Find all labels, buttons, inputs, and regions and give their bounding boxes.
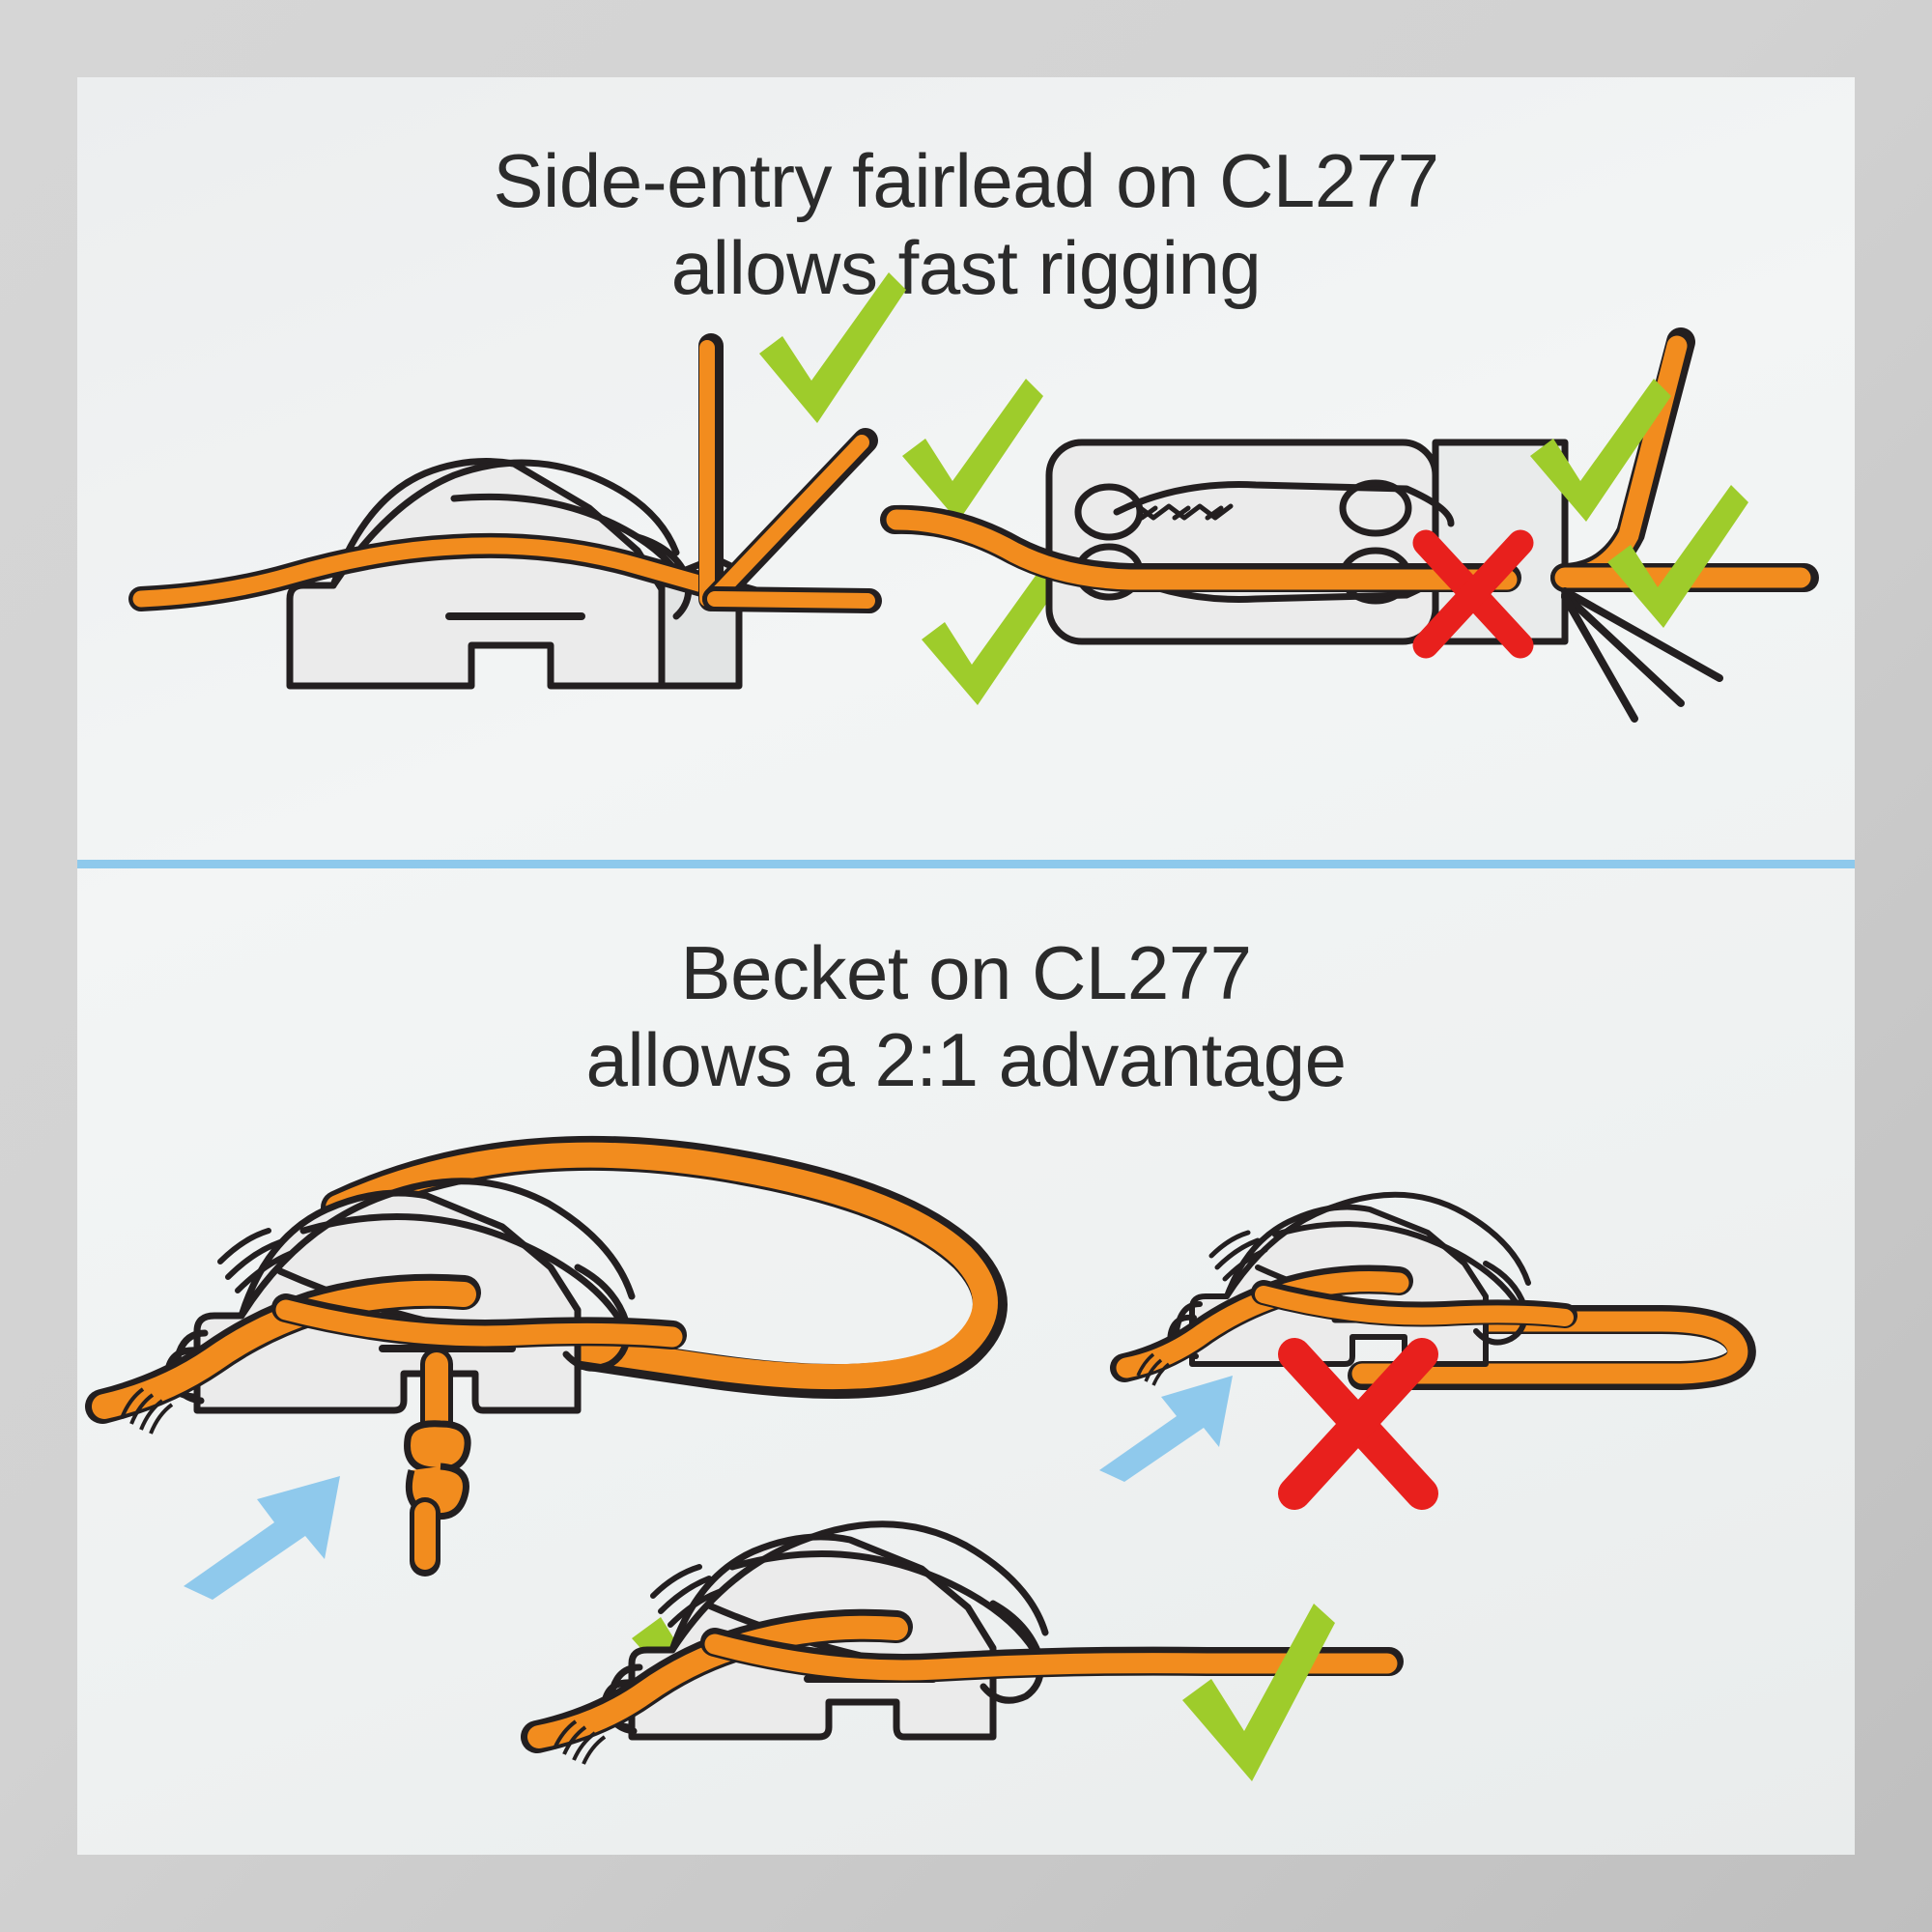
rope-return-loop-small	[1309, 1305, 1756, 1390]
rope-return-loop	[321, 1135, 1008, 1400]
illustration-single-part	[521, 1478, 1404, 1845]
cam-jaw-upper	[1113, 481, 1455, 527]
check-top-horizontal	[922, 562, 1063, 705]
no-becket-rope-through-cam	[1251, 1280, 1577, 1328]
panel-bottom-heading-line2: allows a 2:1 advantage	[585, 1017, 1347, 1103]
panel-divider	[77, 860, 1855, 868]
panel-bottom-heading-line1: Becket on CL277	[680, 930, 1252, 1015]
single-part-rope-in	[521, 1608, 913, 1765]
no-becket-cam-knurl	[1208, 1230, 1268, 1282]
check-top-vertical	[759, 272, 906, 423]
single-part-cam-knurl	[650, 1564, 722, 1628]
rope-standing-part	[85, 1273, 481, 1435]
no-becket-standing-part	[1110, 1264, 1413, 1386]
arrow-becket-left	[184, 1476, 340, 1600]
illustration-becket-correct	[85, 1092, 1121, 1594]
single-part-rope-end-whipping	[553, 1719, 607, 1765]
cam-roller-upper	[1339, 479, 1412, 537]
rope-through-cam	[271, 1293, 687, 1350]
check-single-part	[1182, 1604, 1335, 1781]
rope-left-tail	[128, 532, 766, 611]
single-part-cam-shell-top	[668, 1520, 1049, 1654]
panel-bottom-heading: Becket on CL277 allows a 2:1 advantage	[77, 929, 1855, 1104]
check-plan-straight	[1607, 485, 1748, 628]
forbidden-lead-directions	[1561, 587, 1723, 723]
panel-top-heading-line2: allows fast rigging	[670, 225, 1262, 311]
no-becket-cam-nose	[1473, 1261, 1528, 1346]
arrow-becket-right	[1099, 1376, 1233, 1482]
rope-exit-vertical	[698, 333, 724, 611]
no-becket-rope-end-whipping	[1136, 1352, 1171, 1386]
panel-side-entry-fairlead: Side-entry fairlead on CL277 allows fast…	[77, 77, 1855, 860]
check-top-diagonal	[902, 379, 1043, 522]
single-part-rope-out	[700, 1628, 1404, 1683]
panel-becket-advantage: Becket on CL277 allows a 2:1 advantage	[77, 869, 1855, 1855]
becket-cam-shell-top	[238, 1178, 636, 1320]
no-becket-cam-shell-mid	[1272, 1221, 1523, 1313]
rope-exit-diagonal	[702, 428, 878, 611]
rope-end-whipping	[120, 1387, 174, 1435]
cross-plan-lower	[1412, 529, 1534, 659]
cross-becket-missing	[1278, 1338, 1438, 1510]
single-part-cam-shell-mid	[728, 1550, 1043, 1663]
cleat-cam-top-profile	[329, 459, 680, 589]
no-becket-cam-shell-top	[1224, 1191, 1531, 1299]
panel-top-heading-line1: Side-entry fairlead on CL277	[493, 138, 1439, 223]
becket-cam-shell-mid	[299, 1213, 628, 1331]
cam-pivot-upper	[1074, 483, 1144, 541]
diagram-card: Side-entry fairlead on CL277 allows fast…	[77, 77, 1855, 1855]
becket-stopper-knot	[404, 1420, 471, 1577]
rope-plan-through	[880, 504, 1521, 592]
rope-exit-horizontal	[702, 586, 882, 613]
illustration-cleat-side-view	[128, 309, 882, 724]
check-plan-upper	[1530, 379, 1671, 522]
becket-cam-knurl	[217, 1228, 293, 1293]
cleat-plan-outline	[1045, 439, 1439, 645]
panel-top-heading: Side-entry fairlead on CL277 allows fast…	[77, 137, 1855, 312]
illustration-becket-missing	[1110, 1130, 1835, 1517]
